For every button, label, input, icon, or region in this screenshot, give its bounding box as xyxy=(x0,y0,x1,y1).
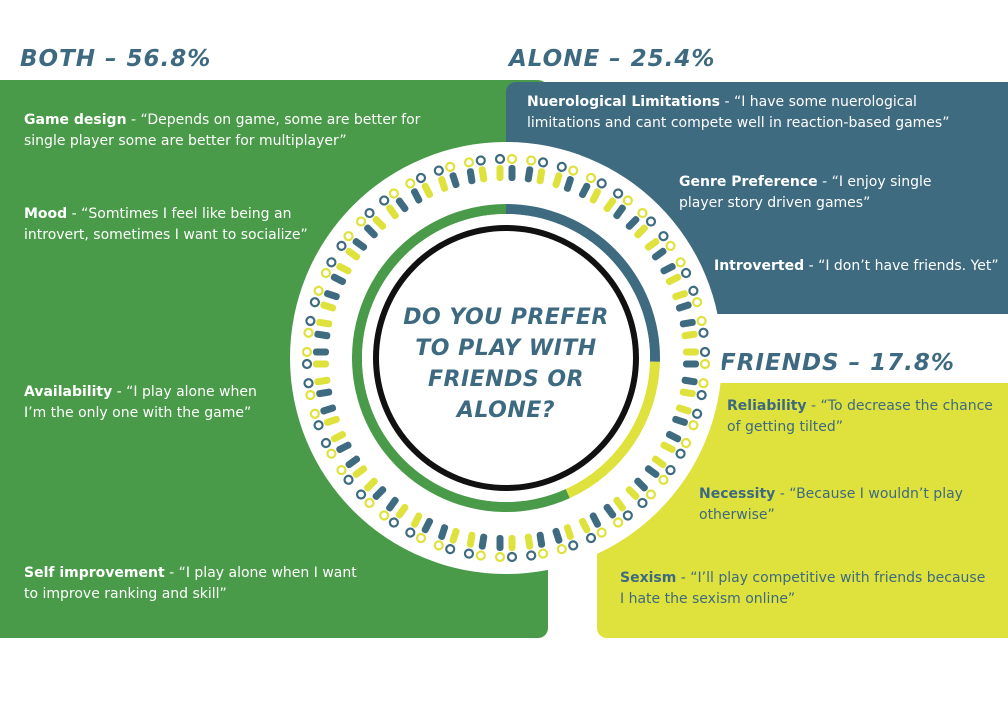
both-title: BOTH – 56.8% xyxy=(20,46,212,72)
player-figure xyxy=(303,315,333,340)
reason-quote: - “Depends on game, some are better for … xyxy=(24,112,421,149)
player-figure xyxy=(578,172,607,204)
reason-quote: - “I’ll play competitive with friends be… xyxy=(620,570,986,607)
player-figure xyxy=(578,512,607,544)
reason-name: Necessity xyxy=(699,486,776,502)
reason-name: Reliability xyxy=(727,398,807,414)
player-figure xyxy=(405,172,434,204)
player-figure xyxy=(355,207,387,239)
reason-quote: - “I play alone when I want to improve r… xyxy=(24,565,357,602)
player-figure xyxy=(524,155,549,185)
reason-name: Availability xyxy=(24,384,113,400)
player-figure xyxy=(625,477,657,509)
player-figure xyxy=(494,153,518,181)
alone-title: ALONE – 25.4% xyxy=(509,46,716,72)
player-figure xyxy=(336,455,368,485)
reason-quote: - “I don’t have friends. Yet” xyxy=(804,258,999,274)
player-figure xyxy=(303,376,333,401)
friends-title: FRIENDS – 17.8% xyxy=(720,350,955,376)
reason-quote: - “I have some nuerological limitations … xyxy=(527,94,950,131)
reason-name: Sexism xyxy=(620,570,677,586)
alone-reason-introverted: Introverted - “I don’t have friends. Yet… xyxy=(714,256,1004,277)
alone-reason-neurological: Nuerological Limitations - “I have some … xyxy=(527,92,987,133)
player-figure xyxy=(433,161,460,192)
reason-quote: - “Somtimes I feel like being an introve… xyxy=(24,206,308,243)
alone-reason-genre: Genre Preference - “I enjoy single playe… xyxy=(679,172,979,213)
player-figure xyxy=(463,155,488,185)
player-figure xyxy=(679,376,709,401)
player-figure xyxy=(433,524,460,555)
friends-reason-necessity: Necessity - “Because I wouldn’t play oth… xyxy=(699,484,969,525)
reason-quote: - “Because I wouldn’t play otherwise” xyxy=(699,486,963,523)
player-figures xyxy=(301,153,711,563)
reason-quote: - “I play alone when I’m the only one wi… xyxy=(24,384,257,421)
reason-quote: - “I enjoy single player story driven ga… xyxy=(679,174,932,211)
player-figure xyxy=(379,188,409,220)
player-figure xyxy=(644,455,676,485)
reason-name: Nuerological Limitations xyxy=(527,94,721,110)
both-reason-self-improvement: Self improvement - “I play alone when I … xyxy=(24,563,374,604)
player-figure xyxy=(320,257,352,286)
reason-name: Game design xyxy=(24,112,127,128)
player-figure xyxy=(625,207,657,239)
player-figure xyxy=(552,161,579,192)
player-figure xyxy=(336,231,368,261)
player-figure xyxy=(355,477,387,509)
player-figure xyxy=(660,430,692,459)
player-figure xyxy=(494,535,518,563)
player-figure xyxy=(309,285,340,312)
both-reason-availability: Availability - “I play alone when I’m th… xyxy=(24,382,274,423)
player-figure xyxy=(683,346,711,370)
donut-arcs xyxy=(351,204,660,512)
both-reason-game-design: Game design - “Depends on game, some are… xyxy=(24,110,434,151)
reason-name: Self improvement xyxy=(24,565,165,581)
player-figure xyxy=(524,531,549,561)
friends-reason-reliability: Reliability - “To decrease the chance of… xyxy=(727,396,997,437)
player-figure xyxy=(301,346,329,370)
player-figure xyxy=(603,496,633,528)
player-figure xyxy=(379,496,409,528)
player-figure xyxy=(552,524,579,555)
center-ring xyxy=(373,225,639,491)
arc-alone xyxy=(506,204,660,362)
reason-name: Genre Preference xyxy=(679,174,818,190)
player-figure xyxy=(672,404,703,431)
both-reason-mood: Mood - “Somtimes I feel like being an in… xyxy=(24,204,334,245)
friends-reason-sexism: Sexism - “I’ll play competitive with fri… xyxy=(620,568,990,609)
reason-name: Mood xyxy=(24,206,68,222)
reason-quote: - “To decrease the chance of getting til… xyxy=(727,398,993,435)
center-question: Do you prefer to play with friends or al… xyxy=(403,305,609,423)
player-figure xyxy=(405,512,434,544)
player-figure xyxy=(603,188,633,220)
player-figure xyxy=(644,231,676,261)
player-figure xyxy=(320,430,352,459)
player-figure xyxy=(660,257,692,286)
player-figure xyxy=(463,531,488,561)
player-figure xyxy=(309,404,340,431)
reason-name: Introverted xyxy=(714,258,805,274)
player-figure xyxy=(672,285,703,312)
player-figure xyxy=(679,315,709,340)
arc-friends xyxy=(565,361,660,499)
